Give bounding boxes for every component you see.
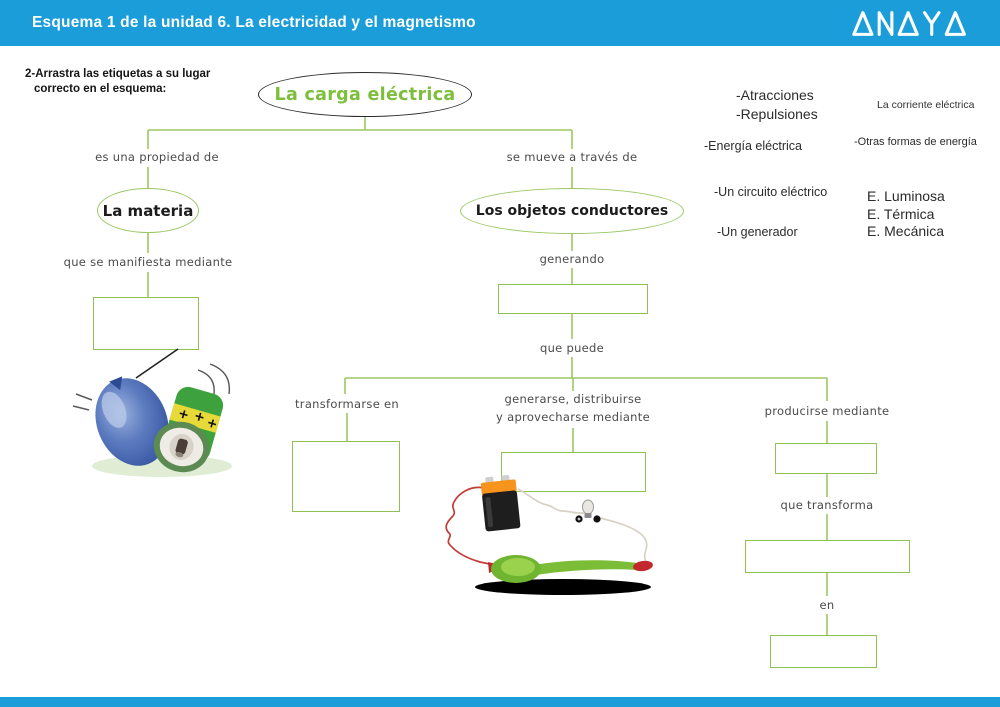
edge-que-se-manifiesta: que se manifiesta mediante [63,255,233,269]
edge-es-una-propiedad-de: es una propiedad de [95,150,219,164]
dropbox-producirse-mediante[interactable] [775,443,877,474]
battery-shape [480,475,521,532]
edge-que-transforma: que transforma [780,498,874,512]
instruction-line2: correcto en el esquema: [34,83,167,95]
dropbox-en[interactable] [770,635,877,668]
header-bar: Esquema 1 de la unidad 6. La electricida… [0,0,1000,46]
node-objetos-conductores-label: Los objetos conductores [475,203,669,219]
drag-label-circuito-electrico[interactable]: -Un circuito eléctrico [714,185,828,199]
label-e-termica[interactable]: E. Térmica [867,205,935,222]
instruction-text: 2-Arrastra las etiquetas a su lugar corr… [25,67,210,97]
label-e-mecanica[interactable]: E. Mecánica [867,223,945,239]
drag-label-tipos-energia[interactable]: E. Luminosa E. Térmica E. Mecánica [867,188,945,241]
label-repulsiones[interactable]: -Repulsiones [736,106,818,122]
can-shape [153,386,224,473]
node-carga-electrica: La carga eléctrica [258,72,472,117]
label-e-luminosa[interactable]: E. Luminosa [867,188,945,204]
edge-producirse-mediante: producirse mediante [764,404,890,418]
edge-generarse-line2: y aprovecharse mediante [496,410,650,424]
bulb-shape [575,499,601,523]
drag-label-atracciones-repulsiones[interactable]: -Atracciones -Repulsiones [736,86,818,124]
edge-transformarse-en: transformarse en [294,397,400,411]
anaya-logo [852,10,966,36]
dropbox-aprovecharse-mediante[interactable] [501,452,646,492]
edge-se-mueve: se mueve a través de [506,150,638,164]
shadow-shape [475,579,651,595]
node-la-materia: La materia [97,188,199,233]
edge-que-puede: que puede [539,341,605,355]
balloon-can-illustration [72,348,232,477]
page-title: Esquema 1 de la unidad 6. La electricida… [32,14,476,31]
edge-generarse-line1: generarse, distribuirse [504,392,642,406]
label-atracciones[interactable]: -Atracciones [736,87,814,103]
instruction-line1: 2-Arrastra las etiquetas a su lugar [25,68,211,80]
dropbox-transformarse-en[interactable] [292,441,400,512]
red-wire [445,486,495,566]
edge-generando: generando [539,252,605,266]
white-wire-right [599,517,648,566]
drag-label-corriente-electrica[interactable]: La corriente eléctrica [877,99,975,111]
balloon-shape [95,376,169,466]
motion-arcs-right [197,363,231,395]
drag-label-energia-electrica[interactable]: -Energía eléctrica [704,139,802,153]
motion-lines-left [72,393,93,411]
node-carga-electrica-label: La carga eléctrica [274,84,456,105]
balloon-string [135,348,179,379]
dropbox-manifestaciones[interactable] [93,297,199,350]
drag-label-otras-formas-energia[interactable]: -Otras formas de energía [854,136,977,148]
drag-label-un-generador[interactable]: -Un generador [717,225,798,239]
spoon-shape [488,555,653,583]
white-wire-left [517,488,585,515]
footer-bar [0,697,1000,707]
node-la-materia-label: La materia [102,201,194,220]
dropbox-generando[interactable] [498,284,648,314]
dropbox-que-transforma[interactable] [745,540,910,573]
edge-en: en [819,598,835,612]
circuit-illustration [445,475,653,595]
node-objetos-conductores: Los objetos conductores [460,188,684,234]
